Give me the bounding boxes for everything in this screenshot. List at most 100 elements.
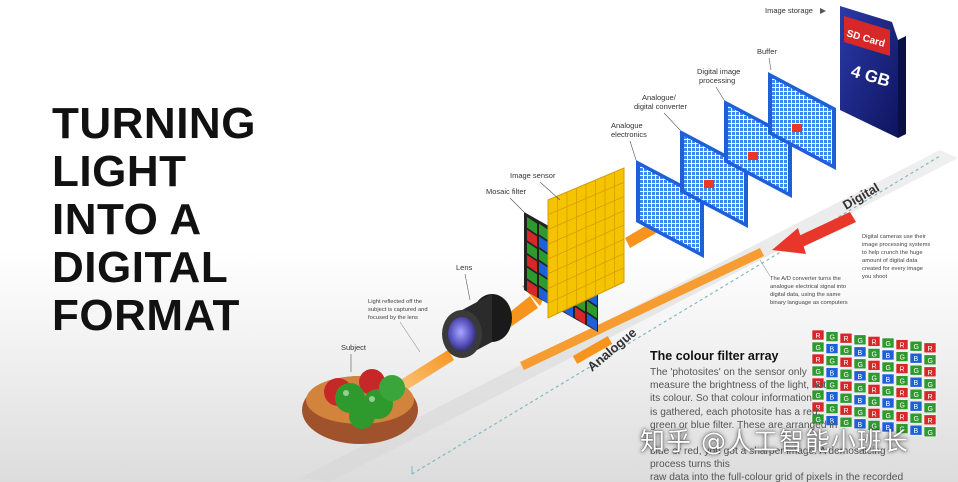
cfa-cell: [839, 416, 853, 428]
title-line: LIGHT: [52, 147, 187, 196]
label-lens: Lens: [456, 263, 473, 272]
cfa-letter: G: [900, 427, 905, 434]
cfa-letter: G: [830, 335, 835, 342]
cfa-cell: [881, 421, 895, 433]
cfa-cell: [825, 415, 839, 426]
cfa-cell: [811, 401, 825, 413]
cfa-letter: G: [830, 407, 835, 414]
cfa-letter: G: [914, 368, 919, 375]
cfa-cell: [909, 376, 923, 388]
cfa-cell: [923, 414, 937, 426]
cfa-cell: [923, 342, 937, 354]
mosaic-cell: [539, 274, 549, 292]
watermark: 知乎 @人工智能小班长: [640, 427, 909, 456]
cfa-letter: B: [830, 347, 835, 354]
cfa-letter: R: [816, 357, 821, 364]
cfa-cell: [867, 348, 881, 359]
cfa-letter: G: [886, 365, 891, 372]
cfa-cell: [853, 394, 867, 406]
label-ad-converter-2: digital converter: [634, 102, 687, 111]
cfa-letter: R: [844, 336, 849, 343]
cfa-letter: R: [900, 391, 905, 398]
mosaic-cell: [539, 223, 549, 241]
label-analogue-electronics-2: electronics: [611, 130, 647, 139]
cfa-cell: [811, 365, 825, 377]
mosaic-cell: [527, 242, 537, 260]
cfa-cell: [853, 346, 867, 358]
cfa-letter: B: [886, 425, 891, 432]
cfa-cell: [909, 364, 923, 376]
cfa-letter: R: [816, 405, 821, 412]
cfa-cell: [895, 399, 909, 410]
panel-line: its colour. So that colour information: [650, 393, 812, 405]
label-digital-image-processing-2: processing: [699, 76, 735, 85]
cfa-letter: G: [858, 362, 863, 369]
cfa-cell: [881, 385, 895, 397]
cfa-cell: [825, 379, 839, 390]
ad-converter-panel: [680, 130, 748, 228]
cfa-cell: [909, 412, 923, 424]
cfa-cell: [867, 372, 881, 383]
cfa-letter: G: [914, 392, 919, 399]
cfa-cell: [825, 391, 839, 402]
cfa-letter: R: [928, 394, 933, 401]
cfa-letter: B: [858, 350, 863, 357]
cfa-cell: [825, 403, 839, 414]
title-block: TURNING LIGHT INTO A DIGITAL FORMAT: [52, 100, 312, 340]
label-analogue-electronics-1: Analogue: [611, 121, 643, 130]
cfa-cell: [839, 368, 853, 380]
cfa-cell: [825, 367, 839, 378]
cfa-cell: [923, 366, 937, 378]
note-ad-2: analogue electrical signal into: [770, 284, 846, 290]
cfa-letter: G: [858, 410, 863, 417]
title-line: FORMAT: [52, 291, 240, 340]
connector-arrows: [704, 124, 802, 188]
cfa-letter: G: [900, 379, 905, 386]
cfa-cell: [881, 409, 895, 421]
panel-line: The 'photosites' on the sensor only: [650, 367, 807, 378]
cfa-cell: [853, 370, 867, 382]
cfa-cell: [923, 426, 937, 438]
panel-title: The colour filter array: [650, 349, 779, 363]
mosaic-cell: [527, 255, 537, 273]
cfa-cell: [895, 363, 909, 374]
mosaic-cell: [575, 307, 585, 325]
cfa-cell: [881, 361, 895, 373]
title-line: TURNING: [52, 99, 256, 148]
cfa-letter: B: [830, 419, 835, 426]
analogue-arrow: [520, 248, 764, 370]
mosaic-cell: [527, 217, 537, 235]
cfa-letter: R: [872, 339, 877, 346]
subject-apples: [302, 369, 418, 444]
cfa-letter: G: [872, 351, 877, 358]
mosaic-cell: [527, 280, 537, 298]
cfa-letter: G: [886, 389, 891, 396]
note-dc-6: you shoot: [862, 274, 888, 280]
cfa-letter: R: [844, 384, 849, 391]
cfa-letter: R: [928, 370, 933, 377]
cfa-cell: [909, 340, 923, 352]
note-light-3: focused by the lens: [368, 315, 418, 321]
title-line: DIGITAL: [52, 243, 229, 292]
cfa-cell: [895, 423, 909, 434]
cfa-cell: [825, 343, 839, 354]
mosaic-cell: [539, 236, 549, 254]
cfa-cell: [923, 354, 937, 366]
sd-card: SD Card 4 GB: [840, 6, 906, 138]
cfa-cell: [881, 337, 895, 349]
cfa-letter: B: [886, 353, 891, 360]
cfa-cell: [923, 402, 937, 414]
cfa-letter: R: [928, 418, 933, 425]
mosaic-cell: [587, 301, 597, 319]
digital-arrow: [772, 212, 856, 254]
note-dc-2: image processing systems: [862, 242, 930, 248]
cfa-letter: R: [872, 363, 877, 370]
lens: [442, 294, 512, 358]
cfa-letter: G: [816, 393, 821, 400]
mosaic-cell: [587, 313, 597, 331]
mosaic-cell: [527, 267, 537, 285]
label-ad-converter-1: Analogue/: [642, 93, 677, 102]
cfa-cell: [811, 413, 825, 425]
cfa-letter: G: [844, 420, 849, 427]
